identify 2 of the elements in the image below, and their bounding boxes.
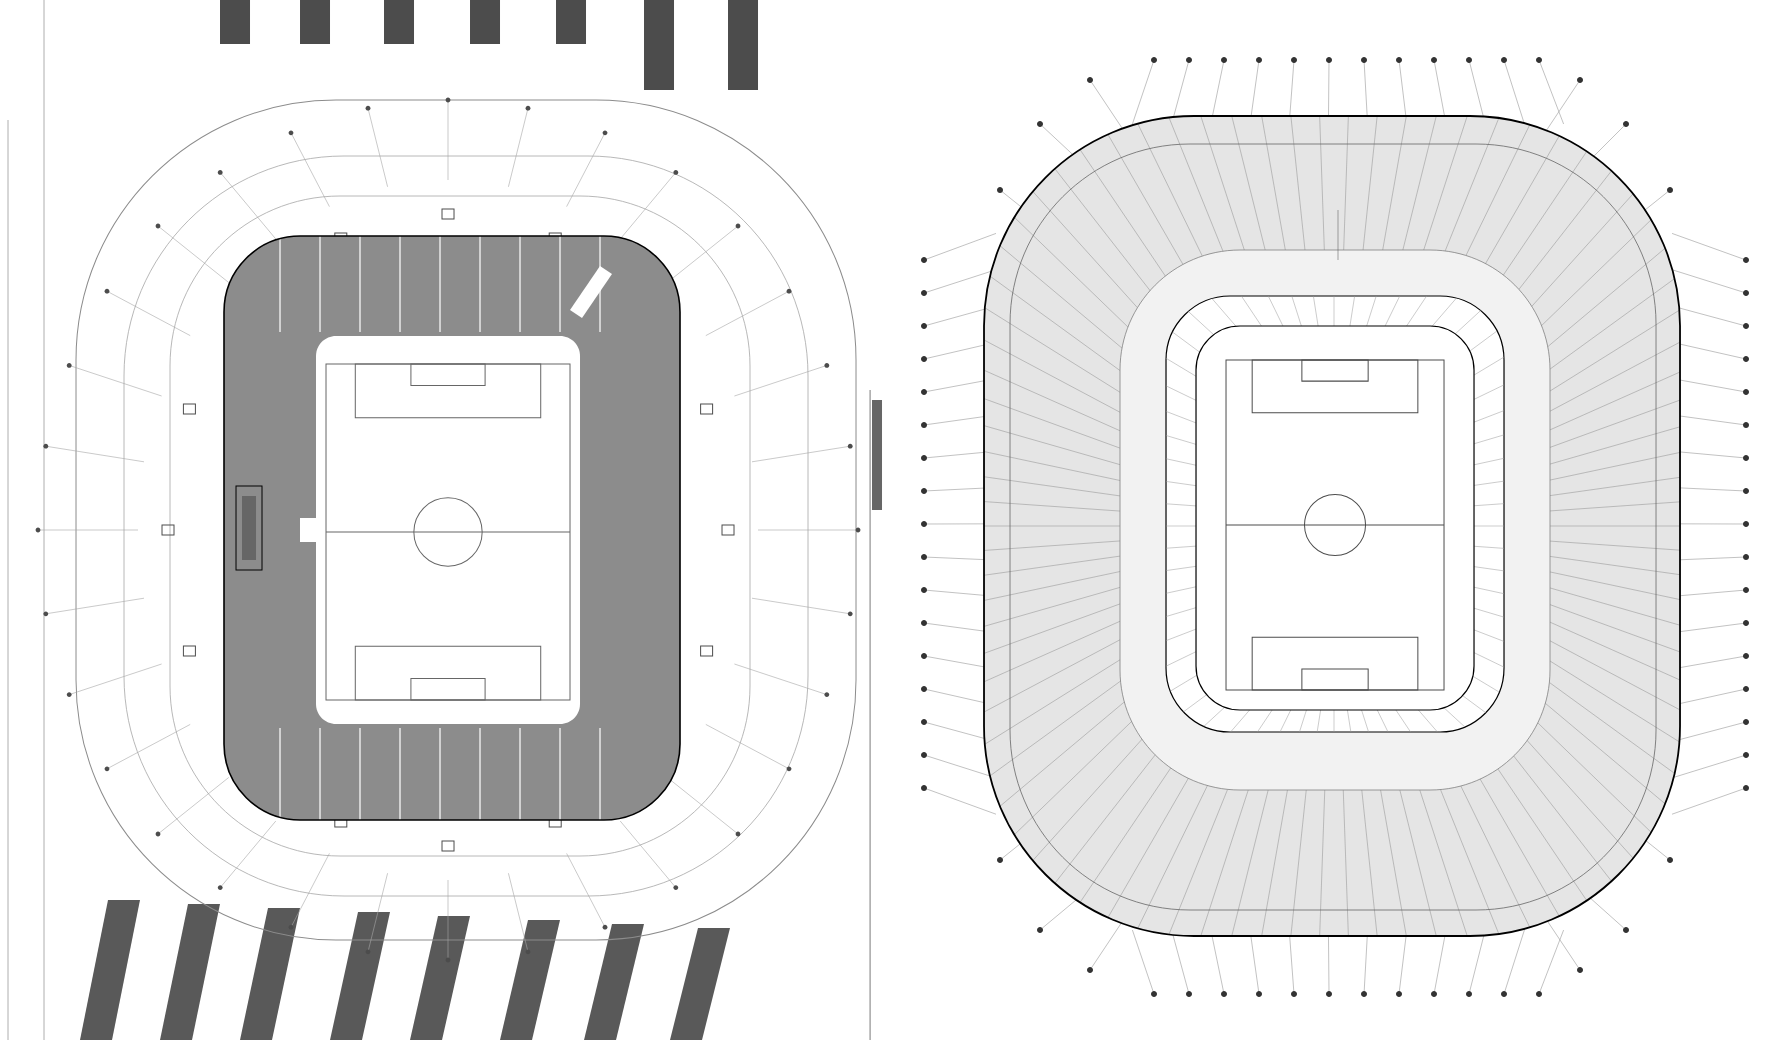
stadium-plan-drawing (921, 57, 1749, 997)
stadium-plan-drawing (7, 0, 882, 1040)
